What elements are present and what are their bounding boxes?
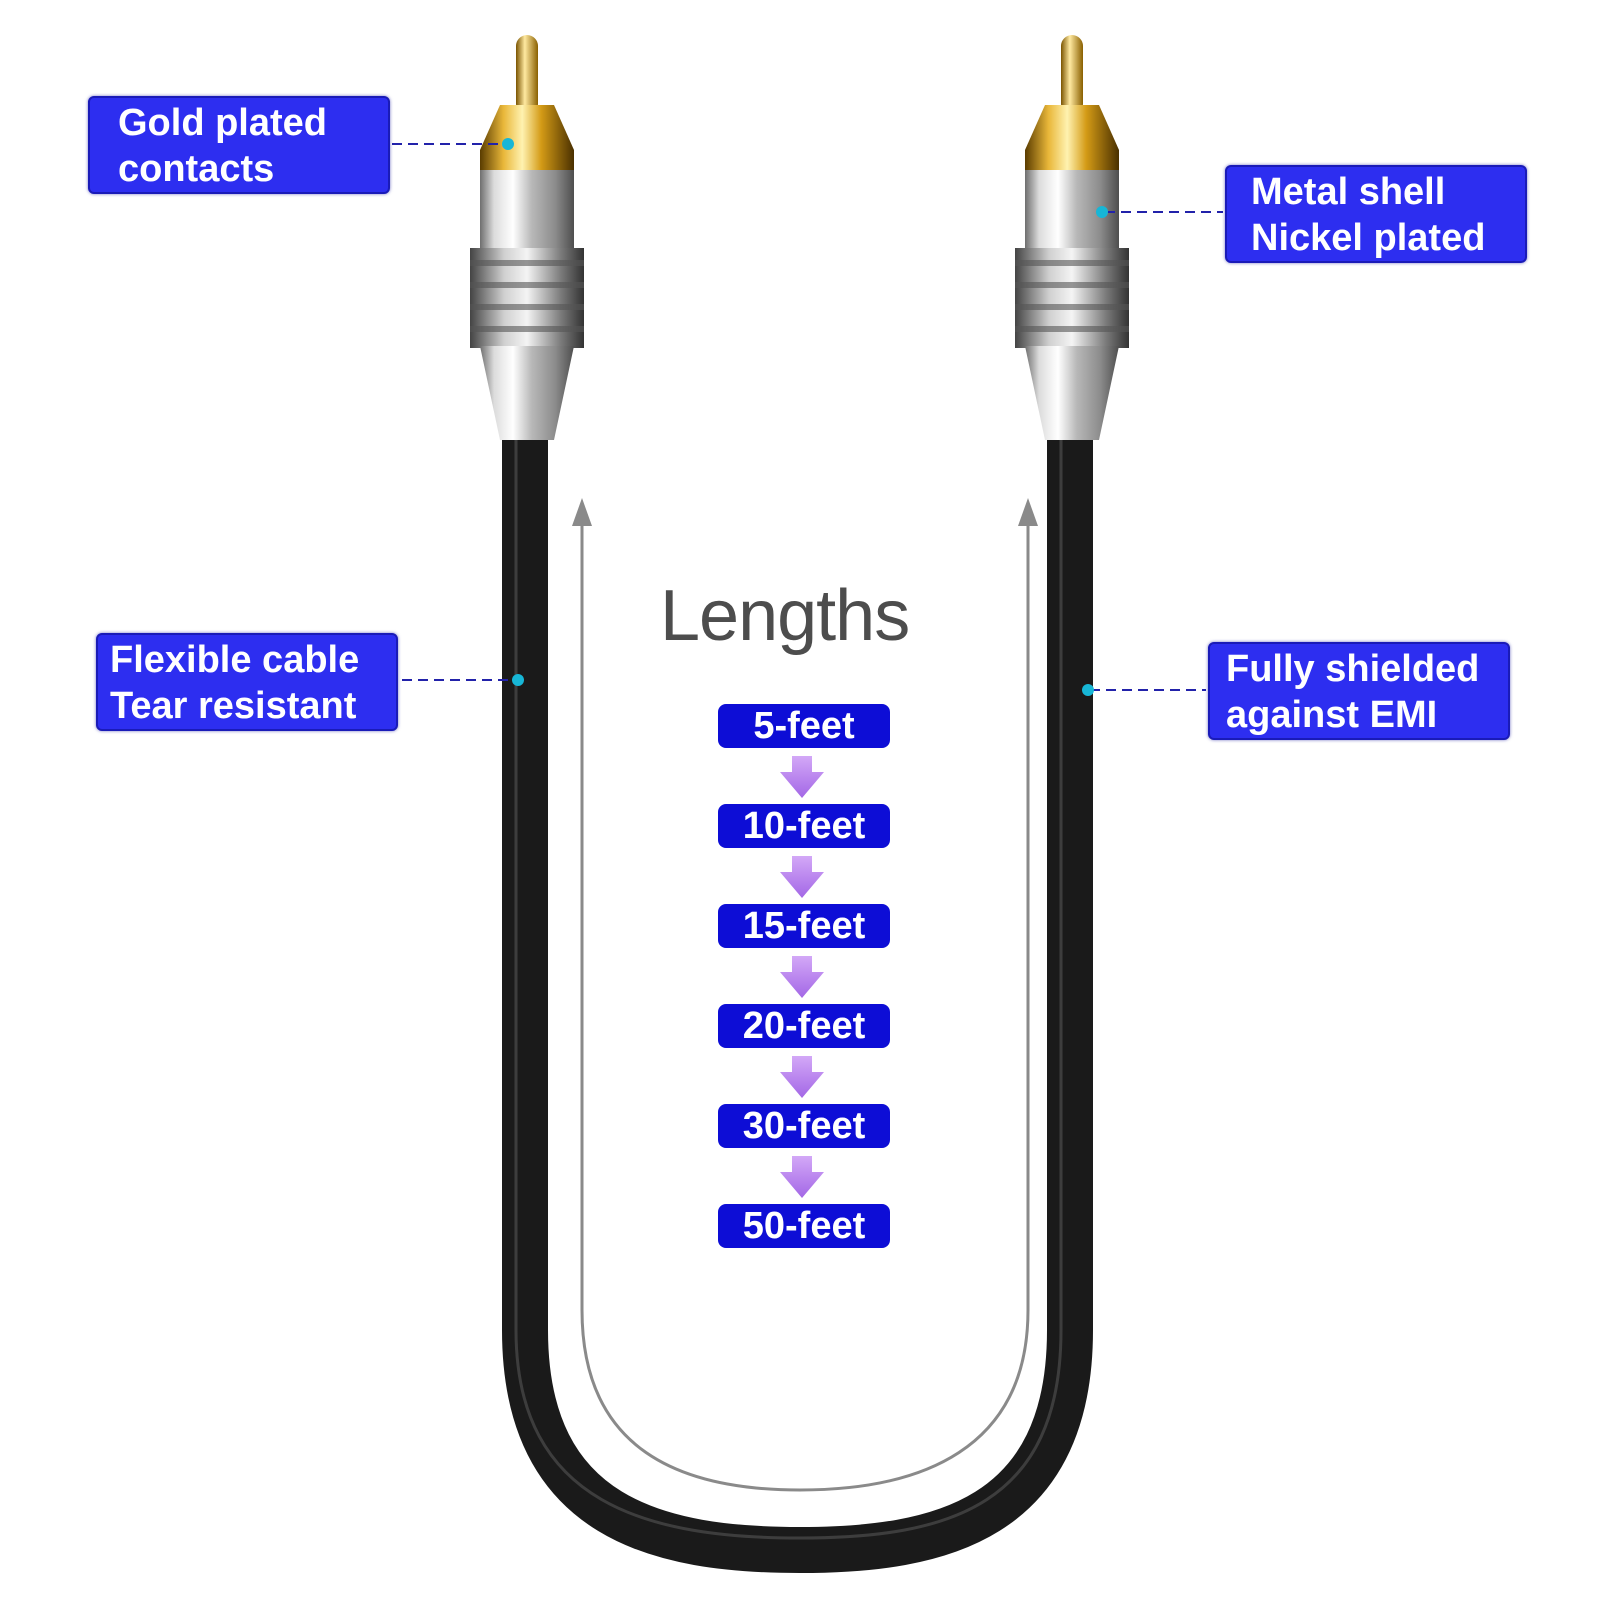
left-rca-connector [470, 35, 584, 440]
length-option: 5-feet [718, 704, 890, 748]
callout-flexible-cable: Flexible cable Tear resistant [96, 633, 398, 731]
callout-line: Nickel plated [1251, 217, 1486, 259]
callout-line: contacts [118, 148, 275, 190]
arrowhead-left [572, 498, 592, 526]
callout-line: Gold plated [118, 102, 327, 144]
callout-fully-shielded: Fully shielded against EMI [1208, 642, 1510, 740]
arrowhead-right [1018, 498, 1038, 526]
cable [502, 440, 1093, 1574]
right-rca-connector [1015, 35, 1129, 440]
length-option: 30-feet [718, 1104, 890, 1148]
callout-line: against EMI [1226, 694, 1438, 736]
down-arrow-icon [780, 956, 824, 998]
down-arrow-icon [780, 1156, 824, 1198]
length-option: 15-feet [718, 904, 890, 948]
callout-line: Flexible cable [110, 639, 360, 681]
callout-line: Metal shell [1251, 171, 1446, 213]
callout-line: Fully shielded [1226, 648, 1480, 690]
down-arrow-icon [780, 756, 824, 798]
length-option: 50-feet [718, 1204, 890, 1248]
length-option: 20-feet [718, 1004, 890, 1048]
callout-gold-contacts: Gold plated contacts [88, 96, 390, 194]
down-arrow-icon [780, 1056, 824, 1098]
down-arrow-icon [780, 856, 824, 898]
callout-line: Tear resistant [110, 685, 357, 727]
callout-metal-shell: Metal shell Nickel plated [1225, 165, 1527, 263]
length-arrow [580, 520, 1030, 1492]
length-option: 10-feet [718, 804, 890, 848]
lengths-title: Lengths [660, 576, 910, 656]
